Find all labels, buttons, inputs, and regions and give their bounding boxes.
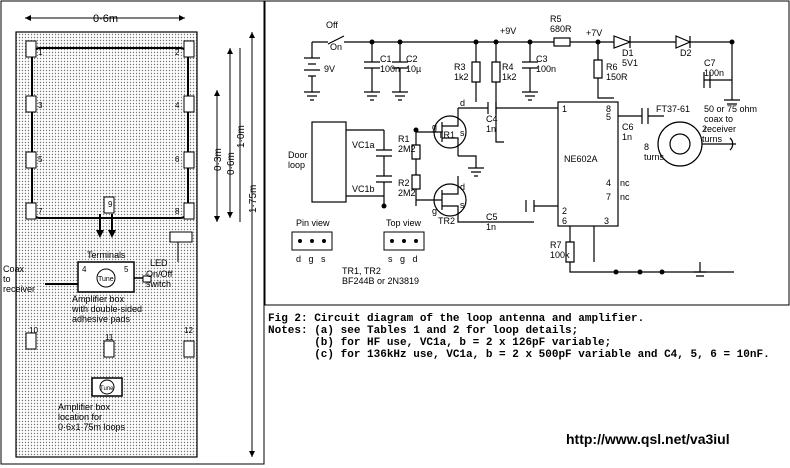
label-circuit-ic_pins-p5: 5 [606,112,611,122]
svg-text:8: 8 [175,207,180,216]
label-loop_layout-tune_label: Tune [98,276,114,283]
label-circuit-d: d [460,182,465,192]
svg-text:2: 2 [175,48,180,57]
tr1-label: TR1 [438,130,455,140]
battery-label: 9V [324,64,335,74]
label-loop_layout-pin_4: 4 [82,265,87,274]
switch-on-label: On [330,42,342,52]
label-circuit-ic_pins-p2: 2 [562,206,567,216]
label-circuit-ic_pins-nc: nc [620,192,630,202]
dim-10: 1·0m [236,125,247,148]
rail-7v-label: +7V [586,28,602,38]
label-circuit-ic_pins-p4: 4 [606,178,611,188]
dim-06: 0·6m [226,152,237,175]
label-circuit-s: s [460,200,465,210]
svg-text:4: 4 [175,101,180,110]
label-circuit-g: g [432,206,437,216]
left-frame [0,0,265,465]
d2-label: D2 [680,48,692,58]
pin-view-pins: d g s [296,254,326,264]
width-dim-label: 0·6m [93,13,118,25]
label-circuit-d: d [460,98,465,108]
label-loop_layout-led_label: LED [150,258,168,268]
dim-03: 0·3m [213,148,224,171]
svg-text:9: 9 [108,200,113,209]
vc1b-label: VC1b [352,184,375,194]
source-url[interactable]: http://www.qsl.net/va3iul [566,431,730,447]
loop-wire [31,47,189,219]
label-circuit-ic_pins-p1: 1 [562,104,567,114]
svg-text:5: 5 [38,155,43,164]
label-circuit-s: s [460,128,465,138]
label-circuit-ic_pins-p3: 3 [604,216,609,226]
tr2-label: TR2 [438,216,455,226]
label-circuit-ic_pins-p6: 6 [562,216,567,226]
svg-text:3: 3 [38,101,43,110]
vc1a-label: VC1a [352,140,375,150]
rail-9v-label: +9V [500,26,516,36]
svg-text:6: 6 [175,155,180,164]
terminals-label: Terminals [87,250,126,260]
svg-text:7: 7 [38,207,43,216]
note-c: (c) for 136kHz use, VC1a, b = 2 x 500pF … [268,349,770,361]
top-view-pins: s g d [388,254,418,264]
pin-view-label: Pin view [296,218,330,228]
top-view-label: Top view [386,218,422,228]
label-loop_layout-tune_label: Tune [100,386,114,392]
svg-text:1: 1 [38,48,43,57]
label-circuit-ic_pins-p7: 7 [606,192,611,202]
switch-off-label: Off [326,20,338,30]
figure-caption: Fig 2: Circuit diagram of the loop anten… [268,313,645,325]
label-loop_layout-pin_5: 5 [124,265,129,274]
terminal-blocks [25,40,195,358]
ic-label: NE602A [564,154,598,164]
label-circuit-ic_pins-p8: 8 [606,104,611,114]
svg-text:10: 10 [29,326,38,335]
note-b: (b) for HF use, VC1a, b = 2 x 126pF vari… [268,337,612,349]
ft37-label: FT37-61 [656,104,690,114]
note-a: Notes: (a) see Tables 1 and 2 for loop d… [268,325,579,337]
right-frame [264,0,790,306]
label-circuit-ic_pins-nc: nc [620,178,630,188]
svg-text:12: 12 [184,326,193,335]
label-circuit-g: g [432,122,437,132]
svg-text:11: 11 [105,333,114,342]
dim-175: 1·75m [248,185,259,213]
